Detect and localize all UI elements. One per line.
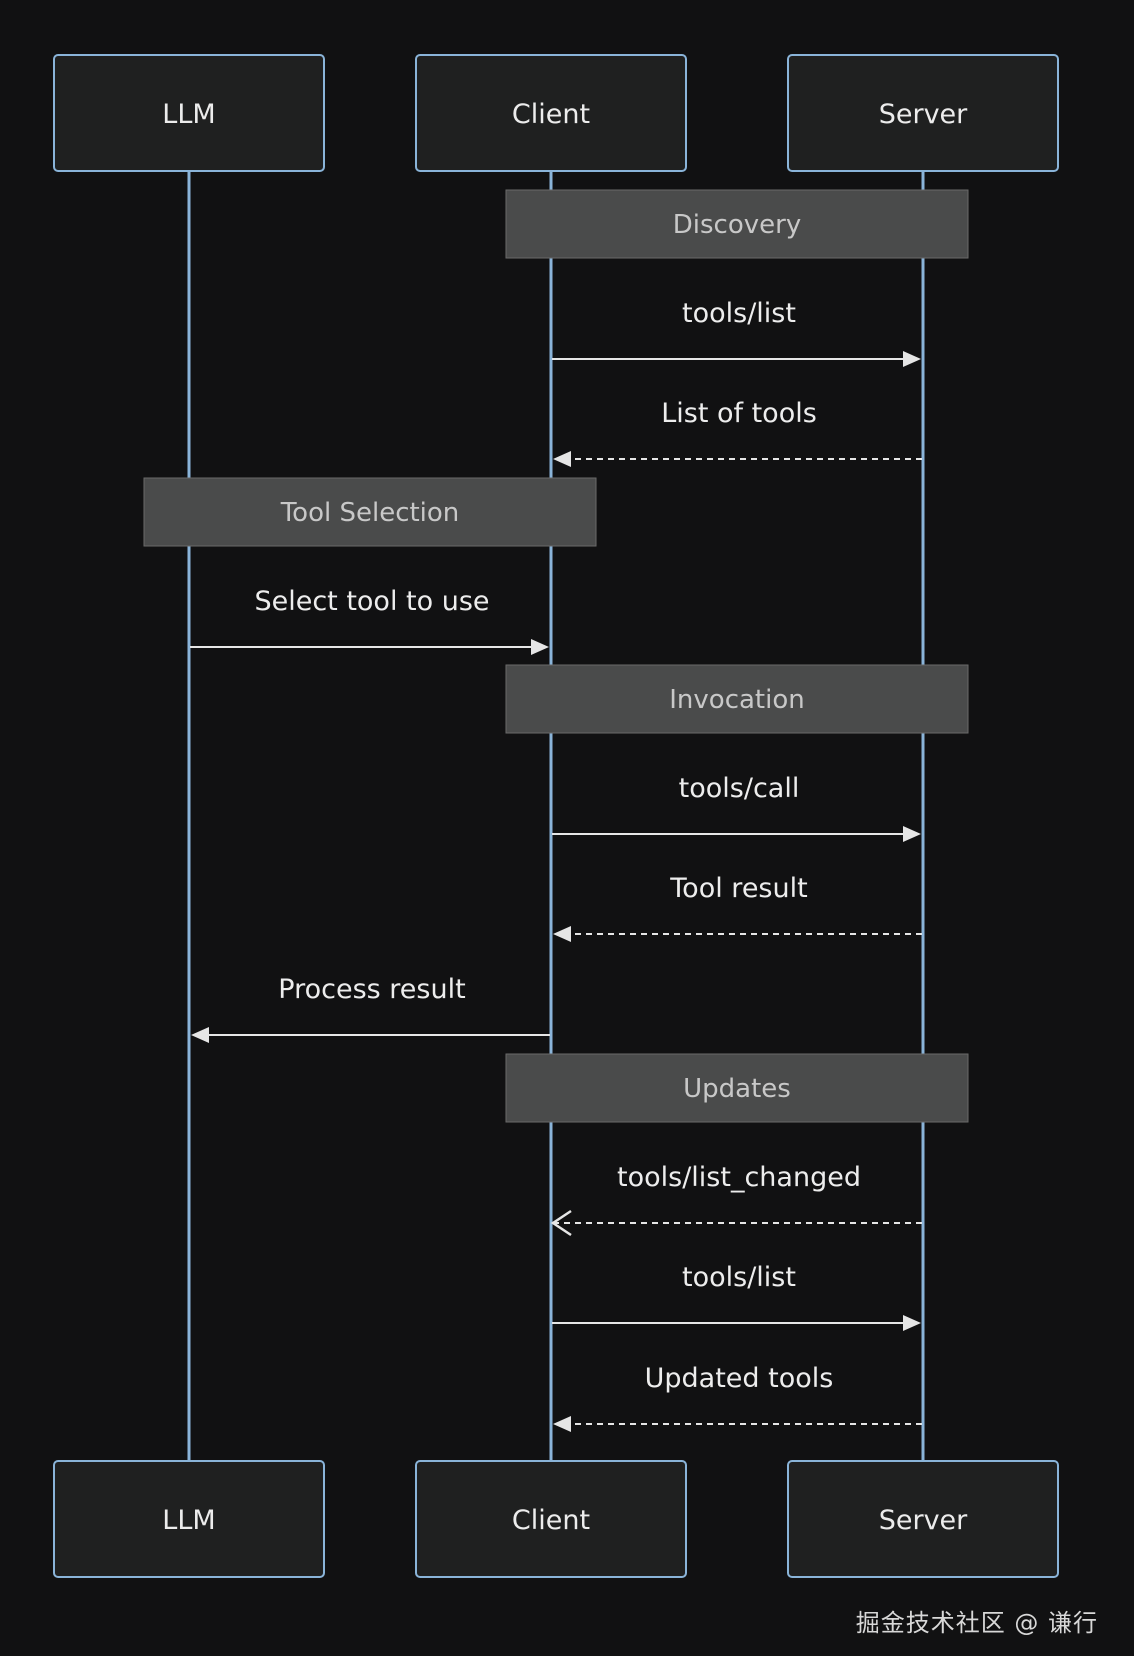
message-12: Updated tools <box>553 1363 922 1432</box>
arrowhead <box>903 1315 921 1331</box>
arrowhead <box>553 451 571 467</box>
actor-box <box>787 54 1059 172</box>
arrowhead <box>553 926 571 942</box>
actor-server-bottom: Server <box>787 1460 1059 1578</box>
arrowhead <box>531 639 549 655</box>
message-11: tools/list <box>552 1262 921 1331</box>
watermark: 掘金技术社区 @ 谦行 <box>855 1609 1098 1637</box>
message-label: tools/call <box>679 773 800 804</box>
actor-label: Server <box>879 99 968 130</box>
message-6: tools/call <box>552 773 921 842</box>
arrowhead <box>903 351 921 367</box>
actor-box <box>415 1460 687 1578</box>
message-label: tools/list <box>682 298 796 329</box>
actor-llm-top: LLM <box>53 54 325 172</box>
arrowhead <box>553 1416 571 1432</box>
message-4: Select tool to use <box>190 586 549 655</box>
note-box <box>505 664 969 734</box>
actor-label: Client <box>512 99 590 130</box>
actor-label: Client <box>512 1505 590 1536</box>
actor-box <box>415 54 687 172</box>
message-8: Process result <box>191 974 550 1043</box>
note-invocation: Invocation <box>505 664 969 734</box>
message-label: tools/list_changed <box>617 1162 861 1193</box>
note-label: Updates <box>683 1074 791 1104</box>
message-label: Select tool to use <box>254 586 489 617</box>
arrowhead <box>191 1027 209 1043</box>
note-label: Invocation <box>669 685 804 715</box>
note-tool-selection: Tool Selection <box>143 477 597 547</box>
message-label: Process result <box>278 974 465 1005</box>
actor-label: LLM <box>162 99 215 130</box>
actor-box <box>53 1460 325 1578</box>
message-10: tools/list_changed <box>550 1162 922 1237</box>
message-2: List of tools <box>553 398 922 467</box>
note-discovery: Discovery <box>505 189 969 259</box>
note-label: Tool Selection <box>280 498 460 528</box>
note-box <box>505 189 969 259</box>
actor-server-top: Server <box>787 54 1059 172</box>
message-label: Updated tools <box>645 1363 834 1394</box>
note-updates: Updates <box>505 1053 969 1123</box>
message-label: Tool result <box>669 873 807 904</box>
actor-label: LLM <box>162 1505 215 1536</box>
actor-box <box>787 1460 1059 1578</box>
note-box <box>143 477 597 547</box>
arrowhead <box>903 826 921 842</box>
open-arrowhead <box>550 1209 572 1237</box>
actor-box <box>53 54 325 172</box>
actor-llm-bottom: LLM <box>53 1460 325 1578</box>
message-7: Tool result <box>553 873 922 942</box>
message-label: List of tools <box>661 398 817 429</box>
note-box <box>505 1053 969 1123</box>
note-label: Discovery <box>673 210 801 240</box>
actor-client-top: Client <box>415 54 687 172</box>
message-1: tools/list <box>552 298 921 367</box>
actor-client-bottom: Client <box>415 1460 687 1578</box>
actor-label: Server <box>879 1505 968 1536</box>
lifelines <box>187 171 925 1461</box>
message-label: tools/list <box>682 1262 796 1293</box>
